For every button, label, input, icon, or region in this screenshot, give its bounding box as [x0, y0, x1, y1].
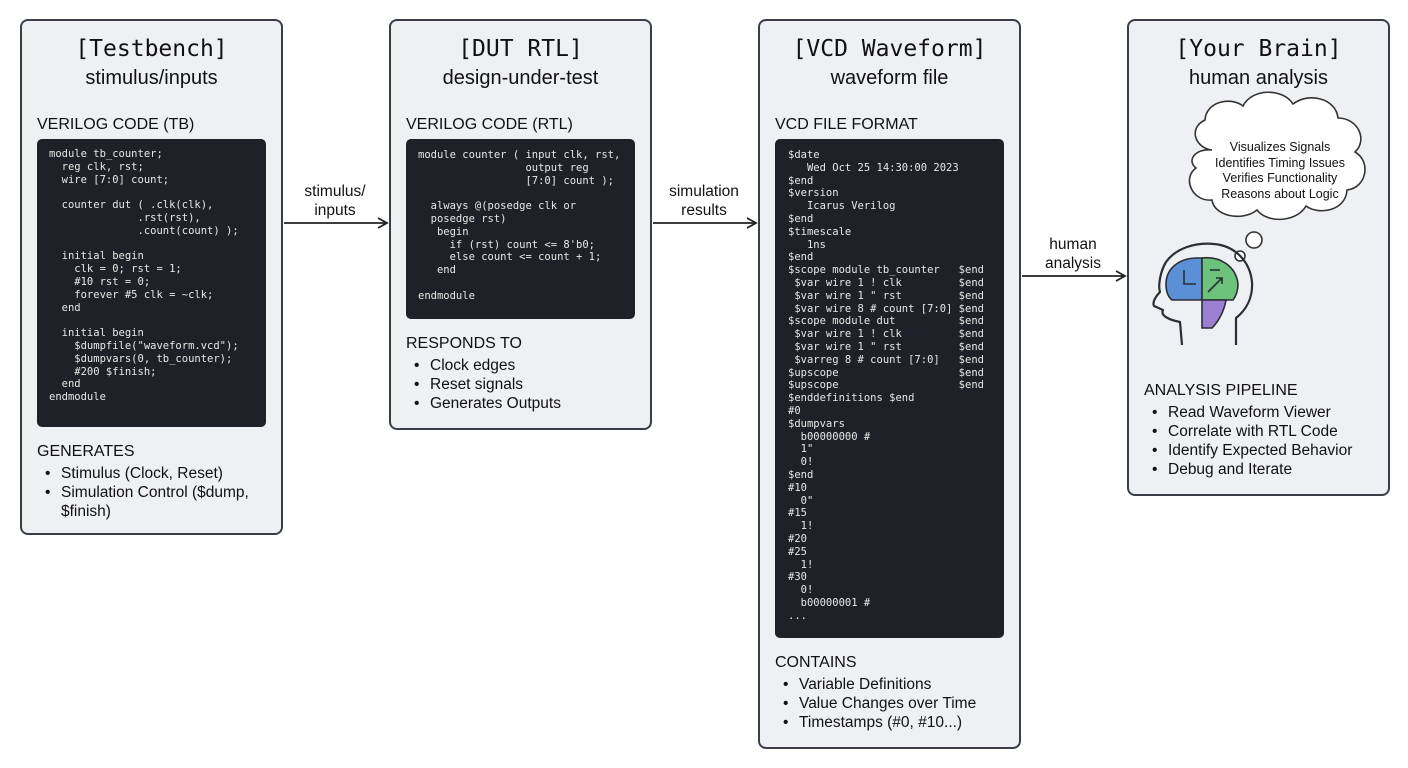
- vcd-code-heading: VCD FILE FORMAT: [775, 116, 918, 133]
- thought-line: Visualizes Signals: [1229, 140, 1331, 154]
- dut-title: [DUT RTL]: [458, 36, 583, 62]
- testbench-card: [Testbench] stimulus/inputs VERILOG CODE…: [20, 19, 283, 535]
- arrow-label-line: simulation: [669, 183, 739, 200]
- testbench-title: [Testbench]: [75, 36, 228, 62]
- brain-list: Read Waveform Viewer Correlate with RTL …: [1144, 403, 1352, 479]
- brain-subtitle: human analysis: [1189, 67, 1328, 89]
- list-item: Read Waveform Viewer: [1144, 403, 1352, 422]
- vcd-list: Variable Definitions Value Changes over …: [775, 675, 976, 732]
- list-item: Timestamps (#0, #10...): [775, 713, 976, 732]
- list-item: Stimulus (Clock, Reset): [37, 464, 249, 483]
- vcd-card: [VCD Waveform] waveform file VCD FILE FO…: [758, 19, 1021, 749]
- thought-line: Reasons about Logic: [1221, 186, 1339, 201]
- arrow-label-line: analysis: [1045, 255, 1101, 272]
- thought-line: Verifies Functionality: [1222, 171, 1338, 185]
- arrow-label-line: human: [1049, 236, 1097, 253]
- vcd-title: [VCD Waveform]: [792, 36, 987, 62]
- testbench-list-heading: GENERATES: [37, 443, 135, 460]
- list-item: $finish): [61, 503, 111, 520]
- vcd-list-heading: CONTAINS: [775, 654, 857, 671]
- list-item: Identify Expected Behavior: [1144, 441, 1352, 460]
- list-item: Debug and Iterate: [1144, 460, 1352, 479]
- thought-cloud-icon: [1188, 91, 1366, 262]
- vcd-code-block: $date Wed Oct 25 14:30:00 2023 $end $ver…: [775, 139, 1004, 638]
- testbench-code-block: module tb_counter; reg clk, rst; wire [7…: [37, 139, 266, 427]
- testbench-code-heading: VERILOG CODE (TB): [37, 116, 195, 133]
- brain-title: [Your Brain]: [1175, 36, 1342, 62]
- arrow-label-dut-to-vcd: simulation results: [656, 182, 752, 220]
- dut-code-block: module counter ( input clk, rst, output …: [406, 139, 635, 319]
- dut-list: Clock edges Reset signals Generates Outp…: [406, 356, 561, 413]
- testbench-subtitle: stimulus/inputs: [85, 67, 218, 89]
- dut-card: [DUT RTL] design-under-test VERILOG CODE…: [389, 19, 652, 430]
- testbench-list: Stimulus (Clock, Reset) Simulation Contr…: [37, 464, 249, 521]
- head-brain-icon: [1152, 242, 1254, 346]
- thought-cloud-text: Visualizes Signals Identifies Timing Iss…: [1190, 140, 1370, 202]
- list-item: Variable Definitions: [775, 675, 976, 694]
- list-item: Clock edges: [406, 356, 561, 375]
- dut-subtitle: design-under-test: [442, 67, 599, 89]
- arrow-label-line: results: [681, 202, 727, 219]
- list-item: Reset signals: [406, 375, 561, 394]
- thought-line: Identifies Timing Issues: [1215, 155, 1345, 170]
- vcd-subtitle: waveform file: [830, 67, 949, 89]
- list-item: Value Changes over Time: [775, 694, 976, 713]
- arrow-label-tb-to-dut: stimulus/ inputs: [290, 182, 380, 220]
- arrow-label-line: inputs: [314, 202, 356, 219]
- arrow-label-vcd-to-brain: human analysis: [1028, 235, 1118, 273]
- list-item: Correlate with RTL Code: [1144, 422, 1352, 441]
- arrow-label-line: stimulus/: [304, 183, 366, 200]
- list-item: Generates Outputs: [406, 394, 561, 413]
- dut-list-heading: RESPONDS TO: [406, 335, 522, 352]
- list-item: Simulation Control ($dump,: [37, 483, 249, 502]
- dut-code-heading: VERILOG CODE (RTL): [406, 116, 573, 133]
- brain-list-heading: ANALYSIS PIPELINE: [1144, 382, 1298, 399]
